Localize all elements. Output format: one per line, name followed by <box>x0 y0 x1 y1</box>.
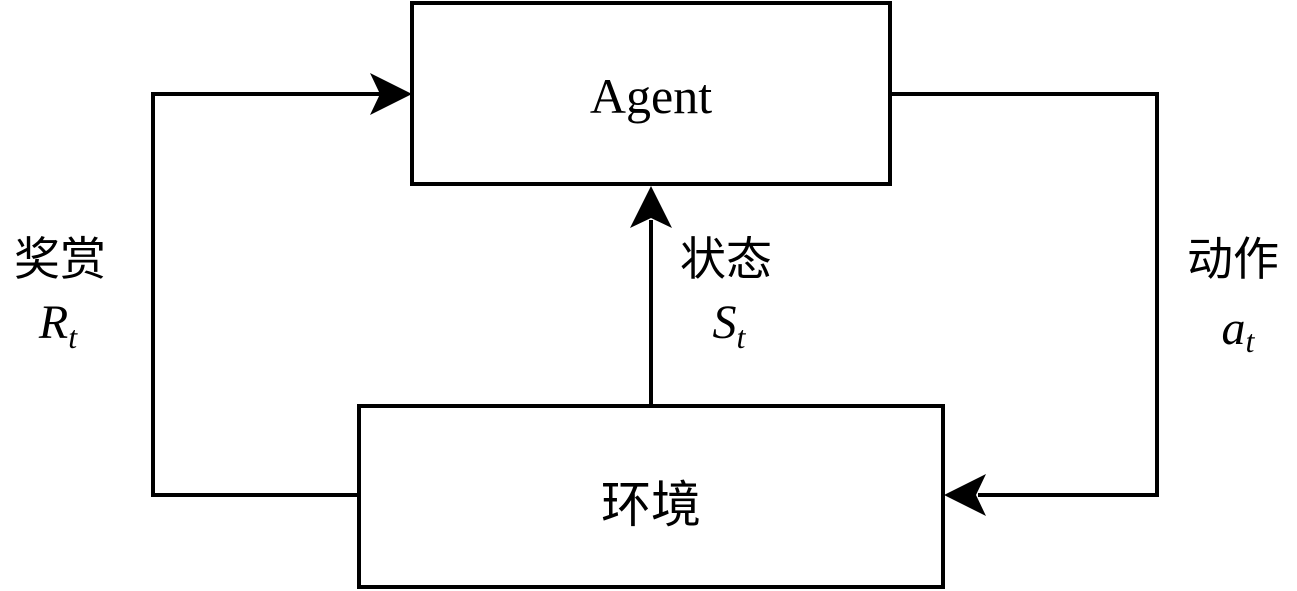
agent-box <box>410 1 892 186</box>
action-arrowhead <box>944 474 986 516</box>
reward-arrowhead <box>370 73 412 115</box>
agent-label: Agent <box>590 68 712 124</box>
reward-symbol-main: R <box>38 296 68 349</box>
reward-annotation: 奖赏 Rt <box>14 232 106 355</box>
state-arrowhead <box>630 186 672 228</box>
state-edge <box>630 186 672 406</box>
action-connector <box>890 92 1159 497</box>
action-symbol: at <box>1222 302 1256 359</box>
reward-label: 奖赏 <box>14 232 106 286</box>
environment-label: 环境 <box>601 477 701 533</box>
state-symbol-main: S <box>713 296 737 349</box>
environment-node: 环境 <box>357 404 945 589</box>
state-symbol-subscript: t <box>737 319 747 355</box>
reward-connector <box>151 92 380 497</box>
reward-symbol: Rt <box>38 296 78 355</box>
action-symbol-main: a <box>1222 302 1246 355</box>
agent-node: Agent <box>410 1 892 186</box>
environment-box <box>357 404 945 589</box>
action-label: 动作 <box>1187 232 1279 286</box>
reward-edge <box>151 73 412 497</box>
action-symbol-subscript: t <box>1246 323 1256 359</box>
state-label: 状态 <box>680 232 772 286</box>
action-edge <box>890 92 1159 516</box>
state-annotation: 状态 St <box>680 232 772 355</box>
reward-symbol-subscript: t <box>68 319 78 355</box>
action-annotation: 动作 at <box>1187 232 1279 359</box>
state-symbol: St <box>713 296 747 355</box>
